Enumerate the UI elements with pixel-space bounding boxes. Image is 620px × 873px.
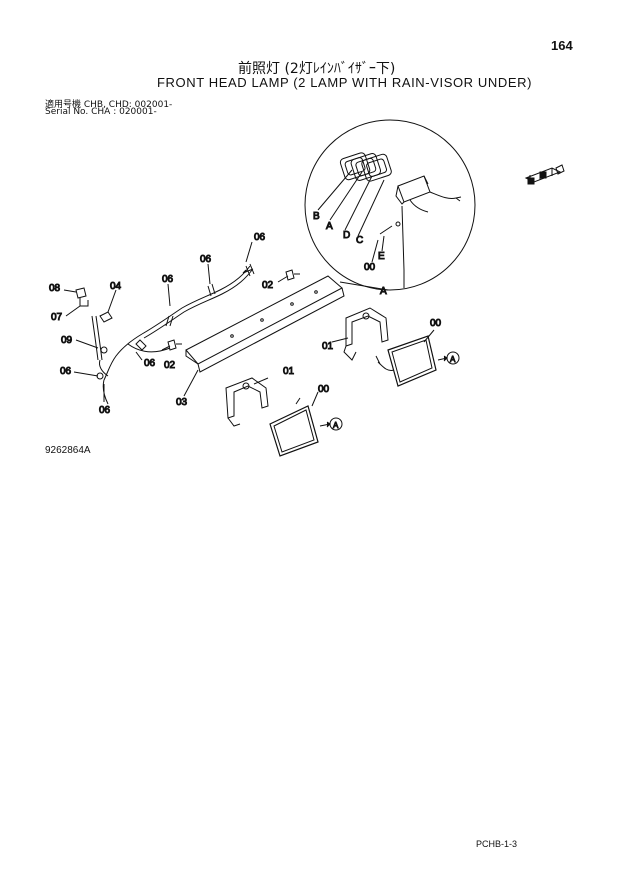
bolt-02-upper <box>285 269 300 281</box>
figure-id: 9262864A <box>45 445 91 456</box>
serial-applicability-line-1: 適用号機 CHB, CHD: 002001- <box>45 100 173 110</box>
callout-06-a: 06 <box>254 232 266 243</box>
callout-A-ref-upper: A <box>450 355 456 364</box>
callout-A-ref-lower: A <box>333 421 339 430</box>
lamp-upper <box>375 335 437 387</box>
page-title-english: FRONT HEAD LAMP (2 LAMP WITH RAIN-VISOR … <box>157 75 533 90</box>
machine-location-sketch <box>524 164 565 185</box>
bracket-upper <box>343 307 389 361</box>
callout-E: E <box>378 251 385 262</box>
callout-01-upper: 01 <box>322 341 334 352</box>
callout-04: 04 <box>110 281 122 292</box>
callout-06-c: 06 <box>162 274 174 285</box>
callout-03: 03 <box>176 397 188 408</box>
connector-plug <box>75 287 113 323</box>
bolt-02-lower <box>167 339 182 351</box>
callout-B: B <box>313 211 320 222</box>
page-title-japanese: 前照灯 (2灯ﾚｲﾝﾊﾞｲｻﾞｰ下) <box>238 61 396 77</box>
callout-00-lower: 00 <box>318 384 330 395</box>
detail-circle <box>304 119 476 291</box>
callout-A-view: A <box>380 286 387 297</box>
callout-00-upper: 00 <box>430 318 442 329</box>
callout-06-f: 06 <box>99 405 111 416</box>
callout-07: 07 <box>51 312 63 323</box>
bracket-lower <box>225 377 269 427</box>
callout-D: D <box>343 230 350 241</box>
callout-A-detail: A <box>326 221 333 232</box>
callout-02-upper: 02 <box>262 280 274 291</box>
callout-06-d: 06 <box>144 358 156 369</box>
page-number: 164 <box>551 38 573 53</box>
callout-06-e: 06 <box>60 366 72 377</box>
callout-02-lower: 02 <box>164 360 176 371</box>
mounting-bar <box>185 275 345 373</box>
serial-applicability-line-2: Serial No. CHA : 020001- <box>45 107 157 117</box>
callout-08: 08 <box>49 283 61 294</box>
page-code: PCHB-1-3 <box>476 839 518 849</box>
wire-harness <box>91 263 255 405</box>
callout-00-detail: 00 <box>364 262 376 273</box>
callout-01-lower: 01 <box>283 366 295 377</box>
lamp-lower <box>269 397 319 457</box>
callout-06-b: 06 <box>200 254 212 265</box>
callout-C: C <box>356 235 363 246</box>
callout-09: 09 <box>61 335 73 346</box>
